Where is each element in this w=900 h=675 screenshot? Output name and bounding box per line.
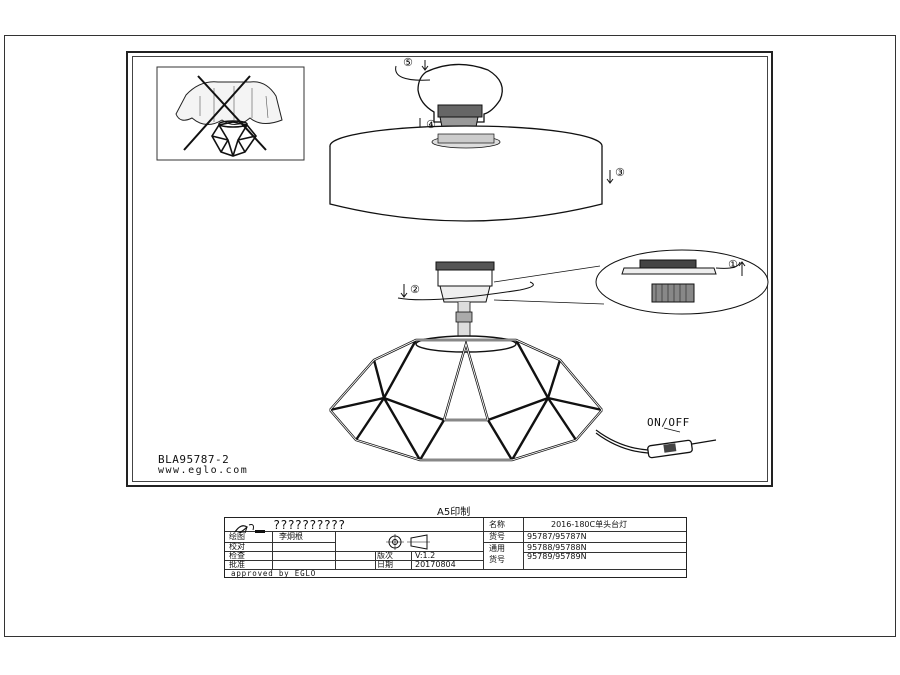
drawing-name: 李炯根 (279, 532, 303, 541)
applicable-label-2: 货号 (489, 554, 505, 564)
model-value: 95787/95787N (527, 532, 587, 541)
tb-line (225, 542, 335, 543)
wrong-usage-thumbnail (156, 66, 305, 161)
tb-line (375, 551, 376, 569)
step-2-number: ② (410, 283, 420, 296)
step-1-number: ① (728, 258, 738, 271)
drawing-inner-frame (132, 56, 768, 482)
tb-line (225, 531, 483, 532)
step-5-number: ⑤ (403, 56, 413, 69)
switch-leader-line (663, 427, 681, 433)
step-2-arrow (397, 281, 534, 301)
company-name: ?????????? (273, 517, 346, 532)
tb-line (225, 560, 483, 561)
company-logo-icon (234, 524, 265, 534)
date-label: 日期 (377, 560, 393, 569)
on-off-label: ON/OFF (647, 416, 690, 429)
cage-inner-lines (329, 339, 603, 461)
version-value: V:1.2 (415, 551, 436, 560)
inline-switch (647, 439, 717, 459)
version-label: 版次 (377, 551, 393, 560)
applicable-value-1: 95788/95788N (527, 542, 587, 552)
tb-line (411, 551, 412, 569)
tb-line (483, 531, 686, 532)
tb-line (272, 531, 273, 569)
approved-by: approved by EGLO (231, 569, 317, 578)
light-bulb (417, 63, 503, 128)
step-1-arrow (715, 261, 746, 276)
check-label: 校对 (229, 542, 245, 551)
date-value: 20170804 (415, 560, 456, 569)
review-label: 检查 (229, 551, 245, 560)
applicable-label-1: 通用 (489, 543, 505, 553)
detail-callout (493, 249, 769, 315)
cross-mark-line-1 (197, 75, 267, 151)
step-4-number: ④ (426, 118, 436, 131)
step-5-arrow (395, 60, 431, 81)
approve-label: 批准 (229, 560, 245, 569)
tb-line (335, 531, 336, 569)
step-3-arrow (606, 170, 614, 184)
print-size-label: A5印制 (437, 507, 471, 518)
tb-line (225, 569, 686, 570)
tb-line (523, 518, 524, 569)
sheet-border (4, 35, 896, 637)
lamp-socket (435, 261, 495, 339)
projection-symbol-icon (386, 534, 430, 550)
tb-line (483, 518, 484, 569)
applicable-value-2: 95789/95789N (527, 552, 587, 561)
tb-line (225, 551, 335, 552)
name-value: 2016-180C单头台灯 (551, 520, 628, 529)
power-cable (595, 429, 649, 454)
wire-cage-base (329, 335, 603, 462)
lamp-shade (329, 125, 603, 222)
cross-mark-line-2 (183, 75, 251, 151)
website-url: www.eglo.com (158, 465, 249, 476)
thumbnail-cage (211, 120, 257, 157)
drawing-frame (126, 51, 773, 487)
tb-line (523, 552, 686, 553)
step-3-number: ③ (615, 166, 625, 179)
name-label: 名称 (489, 520, 505, 529)
model-code: BLA95787-2 (158, 453, 230, 466)
model-label: 货号 (489, 532, 505, 541)
drawing-label: 绘图 (229, 532, 245, 541)
tb-line (483, 542, 686, 543)
tb-line (335, 551, 483, 552)
title-block: ?????????? 绘图 李炯根 校对 检查 批准 版次 V:1.2 日期 2… (224, 517, 687, 578)
